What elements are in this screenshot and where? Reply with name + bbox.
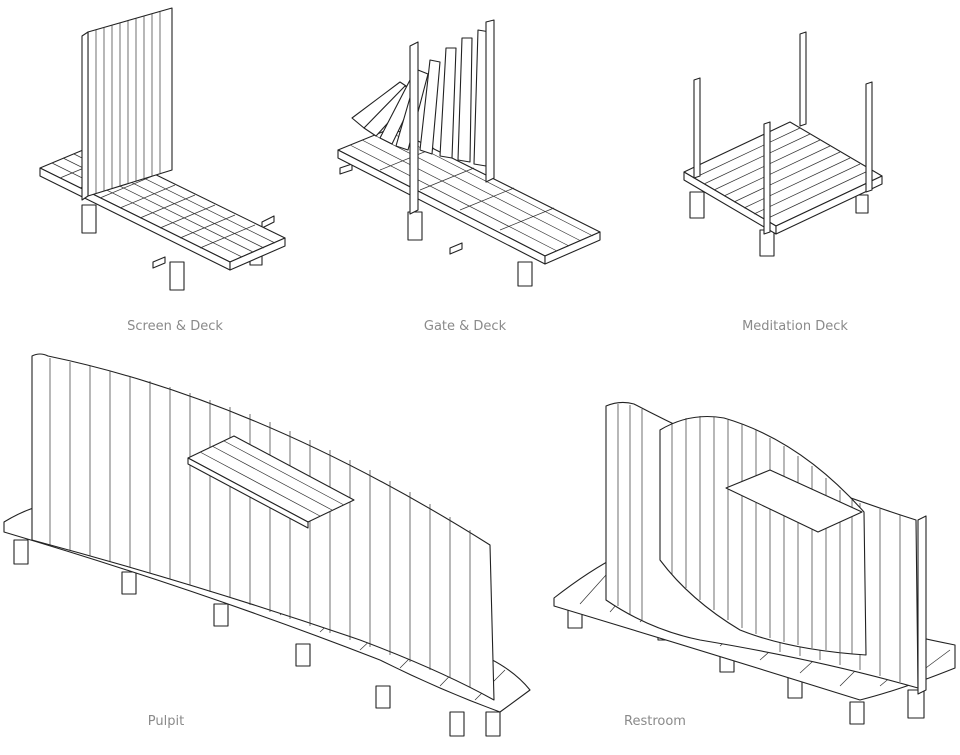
joist-end [449, 242, 463, 255]
joist-end [339, 163, 353, 175]
bench-seat [725, 469, 863, 533]
footing-block [449, 711, 465, 737]
screen-panel [87, 7, 173, 197]
corner-post [763, 121, 771, 235]
corner-post [865, 81, 873, 193]
caption-pulpit: Pulpit [148, 714, 184, 729]
screen-slats [95, 12, 161, 193]
footing-block [407, 211, 423, 241]
curved-screen [31, 353, 495, 701]
gate-post [485, 19, 495, 183]
gate-deck-drawing [337, 19, 601, 287]
gate-post [409, 41, 419, 215]
footing-block [13, 539, 29, 565]
caption-gate-deck: Gate & Deck [424, 319, 507, 334]
pulpit-drawing [3, 353, 531, 737]
shelf-boards [199, 440, 345, 517]
footing-block [855, 194, 869, 214]
footing-block [375, 685, 391, 709]
joist-end [152, 256, 166, 269]
caption-screen-deck: Screen & Deck [127, 319, 223, 334]
caption-meditation-deck: Meditation Deck [742, 319, 848, 334]
footing-block [689, 191, 705, 219]
pulpit-shelf-edge [187, 457, 309, 529]
end-post [917, 515, 927, 695]
deck-edge [775, 175, 883, 235]
footing-block [81, 204, 97, 234]
screen-slats [49, 358, 471, 688]
footing-block [759, 229, 775, 257]
footing-block [517, 261, 533, 287]
footing-block [295, 643, 311, 667]
screen-deck-drawing [39, 7, 286, 291]
corner-post [693, 77, 701, 179]
footing-block [169, 261, 185, 291]
footing-block [907, 689, 925, 719]
footing-block [121, 571, 137, 595]
meditation-deck-drawing [683, 31, 883, 257]
footing-block [849, 701, 865, 725]
footing-block [213, 603, 229, 627]
screen-post [81, 31, 89, 201]
deck-surface [683, 121, 883, 227]
joist-end [261, 215, 275, 229]
caption-restroom: Restroom [624, 714, 686, 729]
deck-edge [229, 237, 286, 271]
restroom-drawing [553, 401, 956, 725]
footing-block [485, 711, 501, 737]
inner-slats [671, 416, 853, 654]
inner-enclosure [659, 415, 867, 656]
corner-post [799, 31, 807, 127]
deck-edge [544, 231, 601, 265]
